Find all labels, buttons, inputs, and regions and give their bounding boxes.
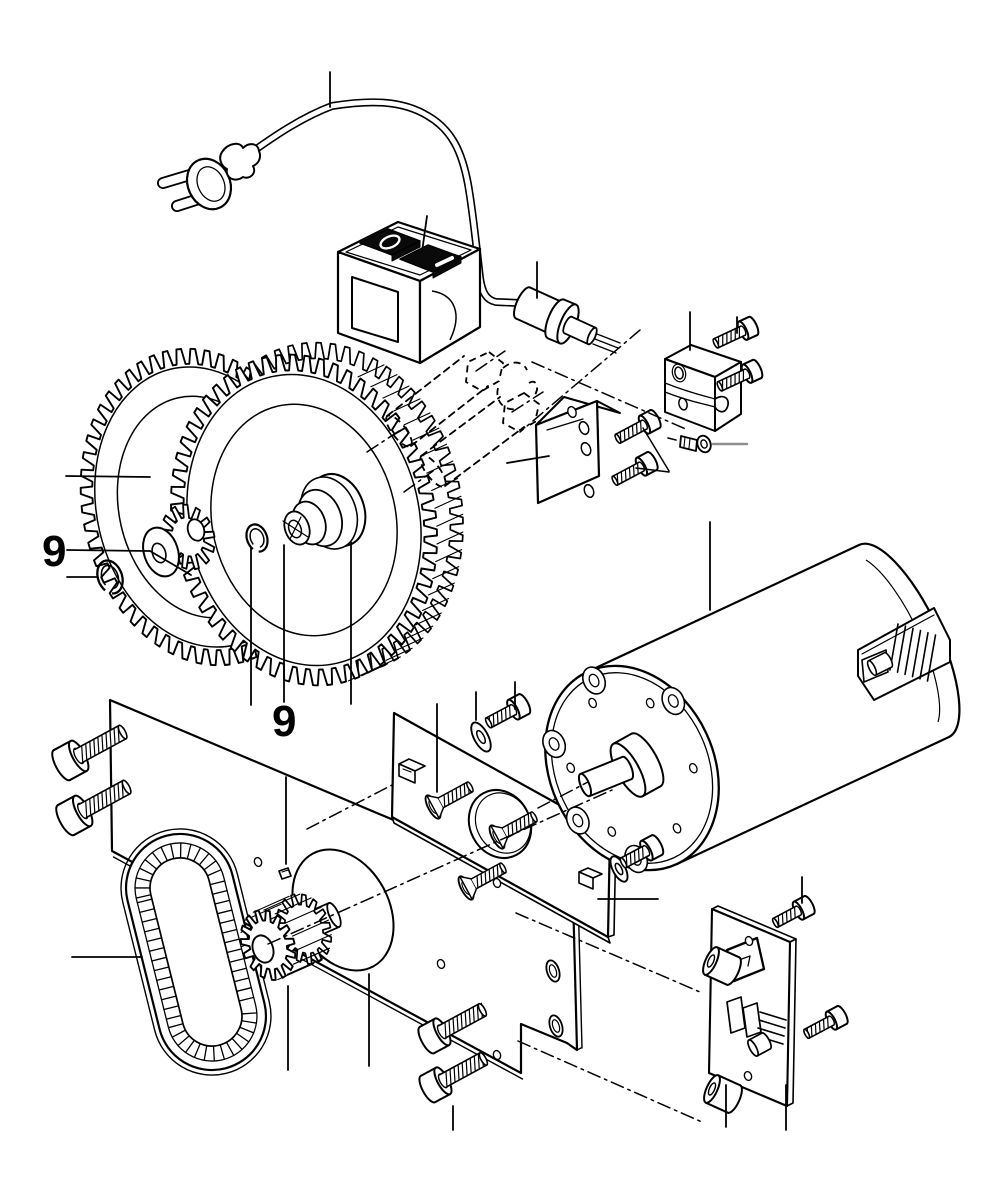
ring-terminal [667,434,712,454]
callout-9-left: 9 [42,527,66,576]
plate-fasteners [51,693,538,1104]
gear-set [79,341,464,687]
motor-fasteners [609,834,665,883]
motor-mount-plate [390,711,617,944]
ghost-rollers [385,351,540,488]
cable-clamp-block [664,315,764,432]
leader-lines [65,71,803,1131]
alignment-centerlines [267,329,703,1123]
timing-pulley [239,867,342,981]
timing-belt [120,828,272,1076]
pcb-assembly [702,895,849,1114]
callout-9-bottom: 9 [272,697,296,746]
mounting-bracket [534,396,670,505]
power-plug [157,142,262,212]
motor [542,542,961,874]
rocker-switch [336,220,482,365]
cord-strain-relief [513,286,621,354]
